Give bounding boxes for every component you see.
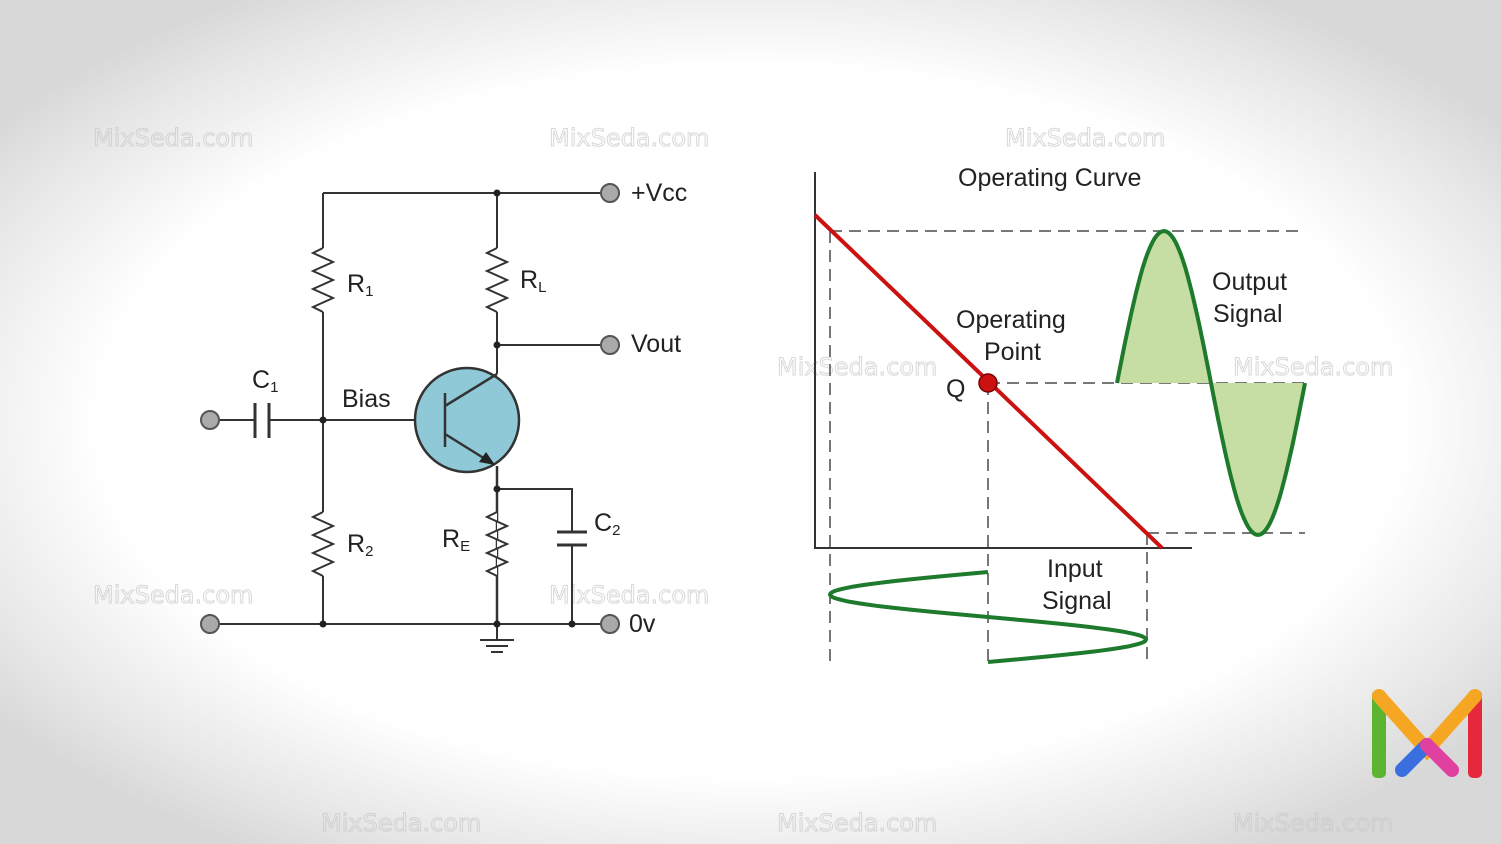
rl-resistor (484, 247, 510, 313)
vcc-label: +Vcc (631, 179, 687, 207)
c1-capacitor (253, 403, 271, 438)
watermark-text: MixSeda.com (93, 124, 253, 152)
output-signal-wave (1115, 228, 1307, 538)
operating-point-label: Operating (956, 306, 1066, 334)
output-signal-label: Output (1212, 268, 1287, 296)
watermark-text: MixSeda.com (777, 353, 937, 381)
input-ground-terminal (200, 614, 220, 634)
re-label: RE (442, 525, 470, 555)
ground-icon (480, 624, 514, 653)
bias-label: Bias (342, 385, 391, 413)
watermarks: MixSeda.com MixSeda.com MixSeda.com MixS… (93, 124, 1394, 838)
transistor-symbol (443, 372, 499, 624)
c2-capacitor (557, 530, 587, 547)
watermark-text: MixSeda.com (549, 124, 709, 152)
c2-wire (497, 488, 573, 624)
input-terminal (200, 410, 220, 430)
input-signal-label: Signal (1042, 587, 1112, 615)
c1-label: C1 (252, 366, 278, 396)
gnd-label: 0v (629, 610, 656, 638)
vcc-terminal (600, 183, 620, 203)
emitter-arrow-icon (479, 452, 495, 465)
watermark-text: MixSeda.com (321, 809, 481, 837)
vout-label: Vout (631, 330, 681, 358)
transistor-body (413, 366, 521, 474)
watermark-text: MixSeda.com (93, 581, 253, 609)
r1-label: R1 (347, 270, 373, 300)
amplifier-circuit: +Vcc Vout 0v Bias C1 C2 R1 R2 RL RE (200, 179, 687, 653)
graph-title: Operating Curve (958, 164, 1141, 192)
operating-curve-graph: Operating Curve Operating Point Q Output… (813, 164, 1307, 664)
output-signal-label: Signal (1213, 300, 1283, 328)
input-signal-label: Input (1047, 555, 1103, 583)
q-point-marker (978, 373, 998, 393)
rl-label: RL (520, 266, 546, 296)
c2-label: C2 (594, 509, 620, 539)
q-label: Q (946, 375, 965, 403)
graph-axes (814, 172, 1192, 549)
watermark-text: MixSeda.com (777, 809, 937, 837)
watermark-text: MixSeda.com (1005, 124, 1165, 152)
input-signal-wave (827, 570, 1149, 664)
operating-point-label: Point (984, 338, 1041, 366)
r1-resistor (310, 247, 336, 313)
watermark-text: MixSeda.com (1233, 353, 1393, 381)
watermark-text: MixSeda.com (1233, 809, 1393, 837)
re-resistor (484, 511, 510, 577)
watermark-text: MixSeda.com (549, 581, 709, 609)
junction-dots (319, 189, 576, 628)
r2-label: R2 (347, 530, 373, 560)
gnd-terminal (600, 614, 620, 634)
r2-resistor (310, 511, 336, 577)
mixseda-logo (1372, 689, 1482, 778)
vout-terminal (600, 335, 620, 355)
